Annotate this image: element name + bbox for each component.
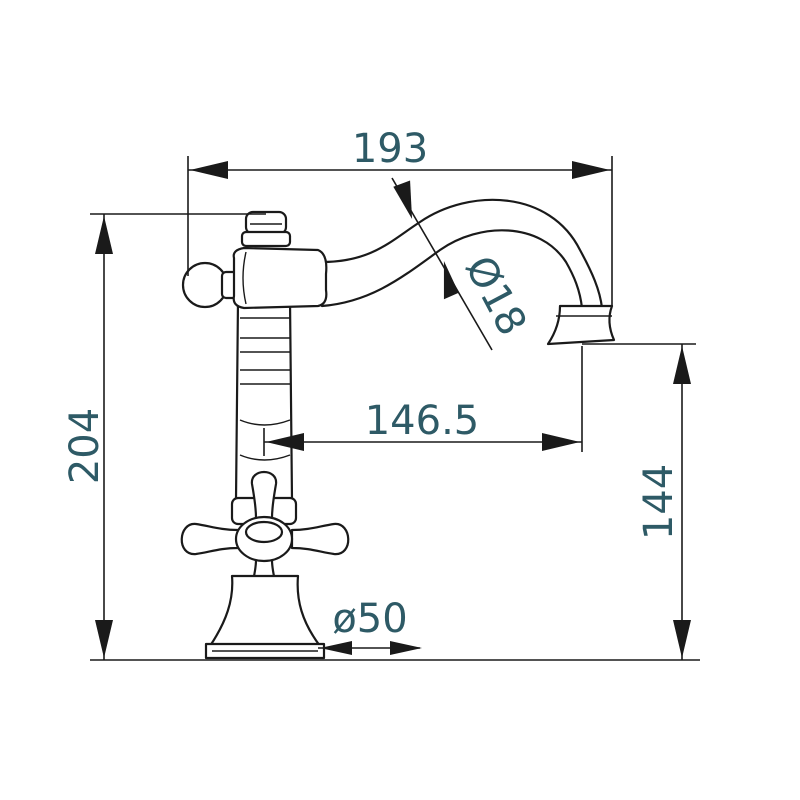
dim-total-height: 204 [62, 213, 700, 661]
column-ring [239, 454, 291, 461]
dim-top-width: 193 [187, 126, 613, 306]
dim-base-diameter: ø50 [318, 596, 422, 655]
lever-knob [181, 261, 229, 309]
cross-arm-right [290, 522, 350, 556]
arrow-head [572, 161, 610, 179]
arrow-head [390, 641, 422, 655]
arrow-head [320, 641, 352, 655]
arrow-head [673, 346, 691, 384]
valve-head [232, 246, 328, 310]
arrow-head [95, 620, 113, 658]
dim-label-top-width: 193 [352, 126, 428, 172]
dim-label-spout-reach: 146.5 [365, 398, 480, 444]
arrow-head [673, 620, 691, 658]
top-cap [244, 210, 288, 236]
arrow-head [95, 216, 113, 254]
spout [320, 198, 604, 310]
faucet [180, 198, 616, 660]
head-edge [242, 251, 247, 305]
base [208, 574, 322, 648]
arrow-head [542, 433, 580, 451]
arrow-head [266, 433, 304, 451]
dim-label-base-diameter: ø50 [332, 596, 407, 642]
cross-hub-top [244, 520, 284, 544]
dim-spout-height: 144 [582, 343, 696, 660]
dim-label-spout-diameter: Ø18 [456, 249, 535, 343]
arrow-head [190, 161, 228, 179]
column-ring [239, 419, 291, 426]
cross-arm-left [180, 522, 240, 556]
arrow-head [393, 180, 413, 219]
spout-aerator [546, 304, 616, 346]
top-cap-collar [240, 230, 292, 248]
cross-arm-top [250, 470, 278, 520]
dim-spout-reach: 146.5 [263, 346, 583, 456]
arrow-head [443, 261, 459, 300]
dim-label-total-height: 204 [62, 408, 108, 484]
column [234, 298, 294, 502]
dim-label-spout-height: 144 [636, 464, 682, 540]
